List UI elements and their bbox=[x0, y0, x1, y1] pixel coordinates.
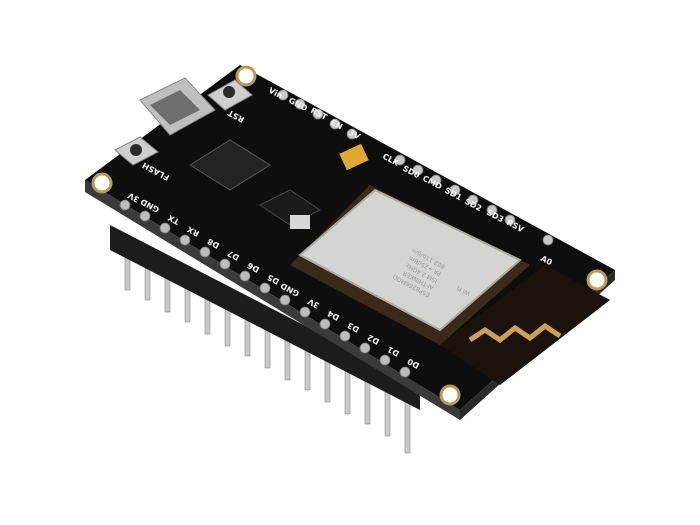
mount-hole bbox=[91, 172, 113, 194]
mount-hole bbox=[235, 65, 257, 87]
top-header-pins bbox=[277, 89, 554, 246]
tantalum-capacitor bbox=[339, 143, 369, 171]
mount-hole bbox=[439, 384, 461, 406]
bottom-solder-joints bbox=[119, 199, 411, 378]
rst-button[interactable] bbox=[207, 79, 253, 111]
esp8266-module: ESP8266MOD AI-THINKER ISM 2.4GHz PA +25d… bbox=[290, 185, 530, 345]
usb-uart-chip bbox=[189, 139, 271, 191]
pcb-antenna bbox=[440, 265, 610, 385]
bottom-header-pins bbox=[110, 225, 420, 454]
mount-hole bbox=[586, 269, 608, 291]
voltage-regulator bbox=[259, 189, 321, 229]
micro-usb-port bbox=[139, 77, 216, 136]
flash-button[interactable] bbox=[114, 136, 159, 166]
